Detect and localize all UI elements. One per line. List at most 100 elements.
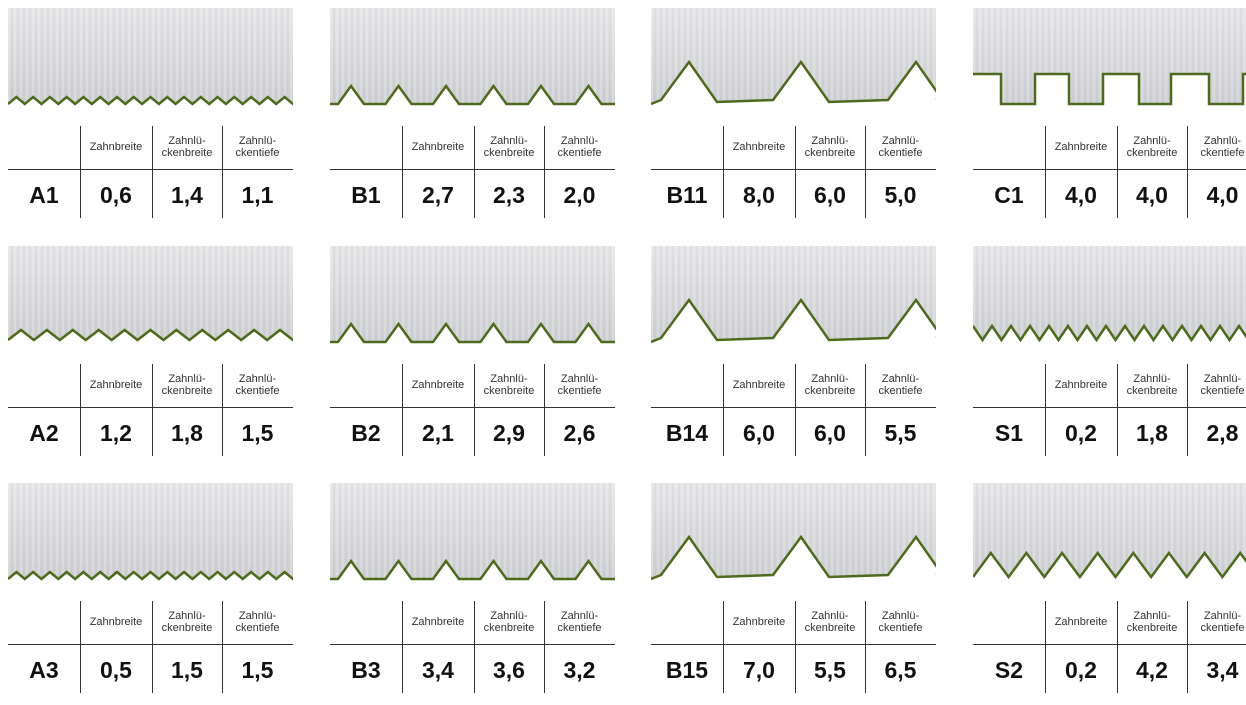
tooth-edge	[330, 321, 615, 344]
value-tooth-width: 2,1	[422, 419, 454, 446]
profile-code: B1	[351, 181, 381, 208]
value-gap-depth: 2,6	[563, 419, 596, 446]
column-divider	[80, 601, 81, 693]
value-tooth-width: 1,2	[100, 419, 132, 446]
header-divider	[973, 407, 1246, 408]
blade-texture	[651, 246, 936, 342]
value-tooth-width: 0,2	[1065, 419, 1097, 446]
value-tooth-width: 8,0	[743, 181, 775, 208]
header-divider	[330, 169, 615, 170]
header-zahnbreite: Zahnbreite	[89, 141, 143, 153]
header-zahnlueckentiefe: Zahnlü- ckentiefe	[878, 610, 923, 634]
profile-code: A1	[29, 181, 59, 208]
tooth-edge	[8, 95, 293, 106]
tooth-edge	[330, 83, 615, 106]
profile-code: S1	[994, 419, 1024, 446]
blade-photo	[330, 8, 615, 114]
column-divider	[402, 364, 403, 456]
column-divider	[1117, 601, 1118, 693]
column-divider	[544, 601, 545, 693]
value-gap-width: 4,2	[1136, 656, 1168, 683]
value-gap-width: 1,4	[171, 181, 203, 208]
column-divider	[723, 601, 724, 693]
column-divider	[544, 364, 545, 456]
column-divider	[152, 126, 153, 218]
value-gap-depth: 6,5	[884, 656, 917, 683]
tooth-edge	[8, 328, 293, 342]
blade-photo	[973, 483, 1246, 589]
header-zahnlueckenbreite: Zahnlü- ckenbreite	[483, 373, 535, 397]
column-divider	[1187, 126, 1188, 218]
value-tooth-width: 3,4	[422, 656, 454, 683]
header-zahnlueckenbreite: Zahnlü- ckenbreite	[161, 610, 213, 634]
blade-photo	[8, 8, 293, 114]
column-divider	[795, 364, 796, 456]
header-divider	[8, 407, 293, 408]
column-divider	[1045, 601, 1046, 693]
value-gap-depth: 1,1	[241, 181, 274, 208]
header-zahnbreite: Zahnbreite	[732, 141, 786, 153]
header-zahnbreite: Zahnbreite	[732, 379, 786, 391]
blade-photo	[973, 8, 1246, 114]
value-gap-depth: 4,0	[1206, 181, 1239, 208]
header-zahnlueckentiefe: Zahnlü- ckentiefe	[1200, 610, 1245, 634]
blade-texture	[330, 246, 615, 342]
value-gap-depth: 3,2	[563, 656, 596, 683]
profile-code: B11	[666, 181, 708, 208]
blade-texture	[651, 483, 936, 579]
header-divider	[651, 169, 936, 170]
value-gap-depth: 5,0	[884, 181, 917, 208]
profile-code: C1	[994, 181, 1024, 208]
header-zahnlueckenbreite: Zahnlü- ckenbreite	[804, 610, 856, 634]
header-zahnlueckentiefe: Zahnlü- ckentiefe	[557, 610, 602, 634]
value-tooth-width: 6,0	[743, 419, 775, 446]
value-gap-depth: 1,5	[241, 656, 274, 683]
header-zahnbreite: Zahnbreite	[411, 379, 465, 391]
header-divider	[651, 407, 936, 408]
profile-code: S2	[994, 656, 1024, 683]
column-divider	[222, 126, 223, 218]
header-zahnlueckentiefe: Zahnlü- ckentiefe	[557, 135, 602, 159]
value-tooth-width: 4,0	[1065, 181, 1097, 208]
column-divider	[474, 126, 475, 218]
blade-photo	[973, 246, 1246, 352]
header-divider	[330, 407, 615, 408]
tooth-edge	[651, 534, 936, 581]
column-divider	[222, 364, 223, 456]
value-tooth-width: 2,7	[422, 181, 454, 208]
header-zahnlueckenbreite: Zahnlü- ckenbreite	[483, 135, 535, 159]
column-divider	[723, 126, 724, 218]
blade-texture	[973, 246, 1246, 340]
value-gap-width: 3,6	[493, 656, 525, 683]
blade-texture	[8, 8, 293, 104]
profile-code: B3	[351, 656, 381, 683]
profile-code: A2	[29, 419, 59, 446]
value-gap-width: 2,3	[493, 181, 525, 208]
blade-texture	[973, 483, 1246, 577]
column-divider	[80, 126, 81, 218]
column-divider	[795, 601, 796, 693]
column-divider	[474, 364, 475, 456]
header-zahnbreite: Zahnbreite	[89, 616, 143, 628]
value-gap-width: 1,5	[171, 656, 203, 683]
value-gap-depth: 5,5	[884, 419, 917, 446]
header-divider	[973, 644, 1246, 645]
value-gap-depth: 2,8	[1206, 419, 1239, 446]
blade-photo	[651, 8, 936, 114]
column-divider	[1187, 601, 1188, 693]
tooth-edge	[973, 323, 1246, 343]
blade-photo	[651, 246, 936, 352]
profile-code: B15	[665, 656, 709, 683]
blade-texture	[330, 483, 615, 579]
header-zahnlueckentiefe: Zahnlü- ckentiefe	[235, 135, 280, 159]
header-zahnbreite: Zahnbreite	[732, 616, 786, 628]
value-gap-depth: 2,0	[563, 181, 596, 208]
